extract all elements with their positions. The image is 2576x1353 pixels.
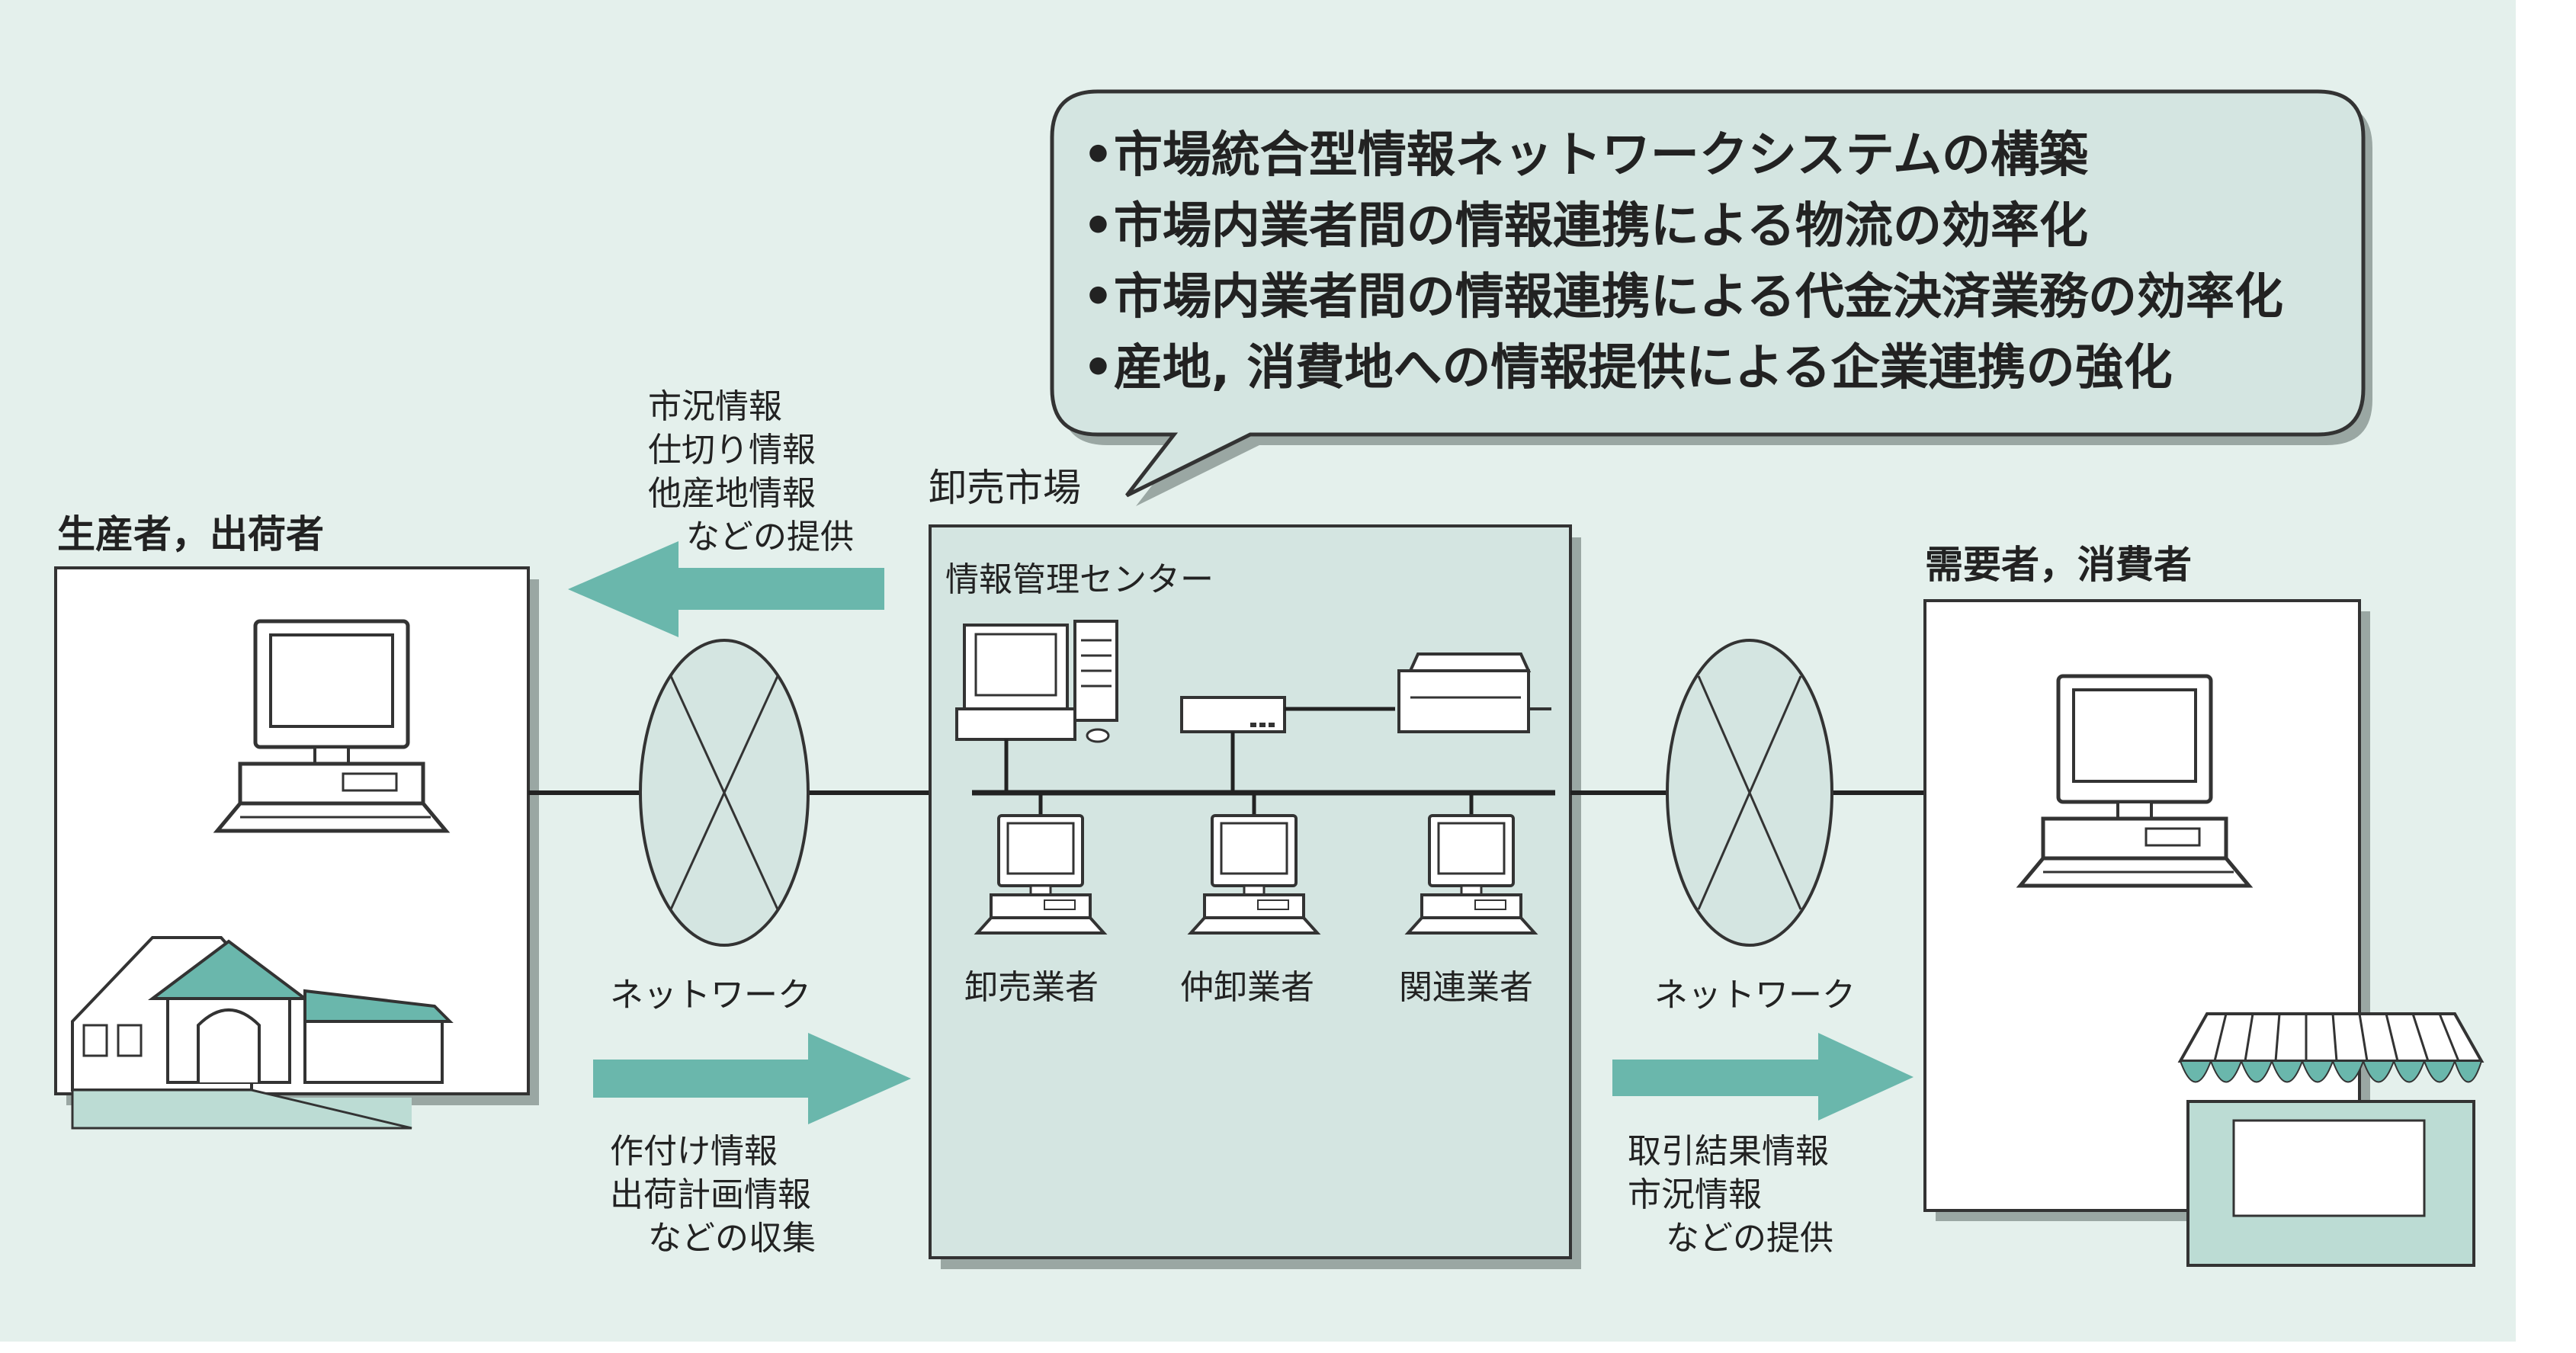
right-outbound-info: 市況情報	[1628, 1175, 1762, 1214]
terminal-label: 卸売業者	[964, 968, 1099, 1007]
market-panel: 卸売市場 情報管理センター	[929, 466, 1581, 1269]
center-label: 情報管理センター	[945, 560, 1214, 599]
left-inbound-info: 出荷計画情報	[610, 1175, 811, 1214]
outbound-arrow	[568, 541, 884, 637]
store-icon	[2177, 1012, 2485, 1267]
consumer-panel: 需要者，消費者	[1923, 543, 2485, 1267]
right-network-label: ネットワーク	[1654, 976, 1856, 1015]
consumer-title: 需要者，消費者	[1925, 543, 2192, 587]
bubble-item: •産地, 消費地への情報提供による企業連携の強化	[1083, 340, 2173, 396]
left-outbound-info: などの提供	[686, 518, 854, 556]
left-outbound-info: 他産地情報	[648, 474, 816, 513]
house-icon	[71, 936, 454, 1130]
left-network-label: ネットワーク	[610, 976, 811, 1015]
left-inbound-info: などの収集	[648, 1219, 816, 1258]
network-hub-icon	[1180, 696, 1286, 733]
market-title: 卸売市場	[929, 466, 1081, 510]
network-cloud-icon	[639, 639, 810, 947]
bubble-item: •市場内業者間の情報連携による物流の効率化	[1083, 198, 2088, 255]
left-outbound-info: 仕切り情報	[648, 431, 816, 470]
right-outbound-info: 取引結果情報	[1628, 1132, 1829, 1171]
inbound-arrow	[593, 1033, 911, 1124]
server-tower-icon	[955, 620, 1118, 743]
speech-bubble: •市場統合型情報ネットワークシステムの構築 •市場内業者間の情報連携による物流の…	[1050, 89, 2372, 506]
left-outbound-info: 市況情報	[648, 387, 782, 426]
right-outbound-arrow	[1612, 1033, 1914, 1121]
right-outbound-info: などの提供	[1666, 1219, 1833, 1258]
terminal-label: 関連業者	[1399, 968, 1533, 1007]
producer-panel: 生産者，出荷者	[54, 512, 539, 1130]
bubble-item: •市場内業者間の情報連携による代金決済業務の効率化	[1083, 269, 2283, 325]
terminal-label: 仲卸業者	[1180, 968, 1314, 1007]
left-inbound-info: 作付け情報	[610, 1132, 778, 1171]
bubble-item: •市場統合型情報ネットワークシステムの構築	[1083, 127, 2089, 184]
printer-icon	[1397, 652, 1551, 733]
producer-title: 生産者，出荷者	[57, 512, 324, 556]
network-cloud-icon	[1666, 639, 1833, 947]
right-network: ネットワーク 取引結果情報 市況情報 などの提供	[1570, 639, 1925, 1258]
left-network: 市況情報 仕切り情報 他産地情報 などの提供 ネットワーク 作付け情報 出荷計画…	[528, 387, 932, 1258]
